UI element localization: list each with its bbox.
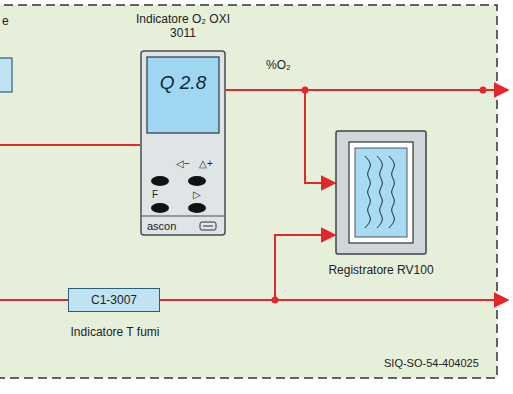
box-label: C1-3007 xyxy=(69,293,159,307)
drawing-code: SIQ-SO-54-404025 xyxy=(384,356,479,370)
recorder: Registratore RV100 xyxy=(335,130,427,255)
cut-label: e xyxy=(2,14,9,28)
recorder-body xyxy=(335,130,427,255)
partial-box xyxy=(0,58,12,92)
brand-logo: ascon xyxy=(147,219,176,233)
signal-connector xyxy=(160,235,335,300)
signal-connector xyxy=(226,90,335,183)
oxygen-indicator: Indicatore O₂ OXI 3011Q 2.8 xyxy=(140,50,226,236)
recorder-title: Registratore RV100 xyxy=(325,263,437,277)
button-label: △+ xyxy=(199,157,213,171)
instrument-title: Indicatore O₂ OXI 3011 xyxy=(130,12,236,40)
signal-wire xyxy=(0,299,68,301)
output-wire xyxy=(305,89,508,91)
junction-dot xyxy=(480,87,487,94)
output-wire xyxy=(275,299,508,301)
signal-wire xyxy=(0,144,140,146)
button-label: F xyxy=(152,188,158,202)
box-caption: Indicatore T fumi xyxy=(39,325,191,339)
temperature-indicator: C1-3007Indicatore T fumi xyxy=(68,288,160,312)
button-label: ▷ xyxy=(193,188,201,202)
signal-name: %O₂ xyxy=(266,58,291,72)
panel xyxy=(0,5,497,378)
display-reading: Q 2.8 xyxy=(147,72,219,94)
button-label: ◁− xyxy=(176,157,190,171)
